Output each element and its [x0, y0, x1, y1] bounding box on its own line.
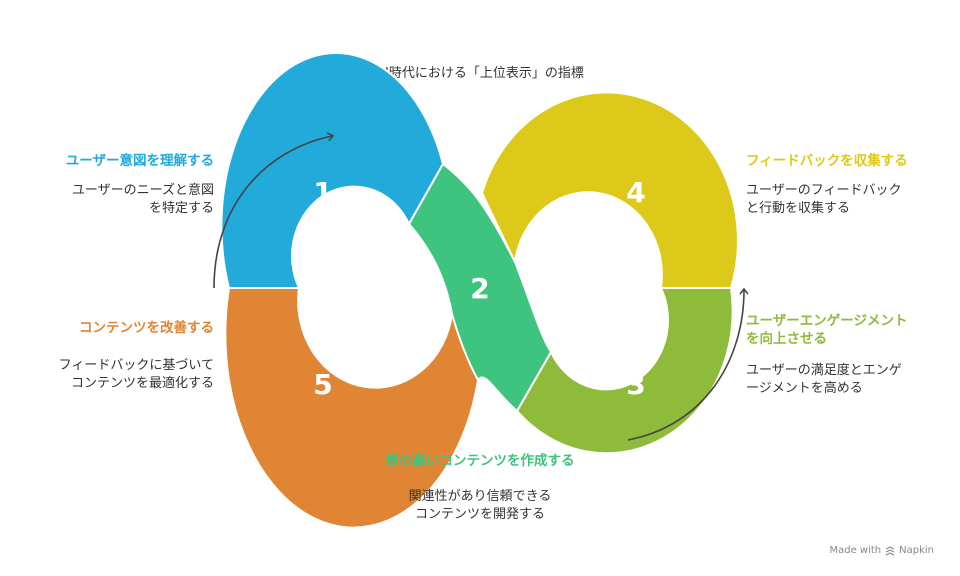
- segment-3: [515, 287, 734, 455]
- step-3-desc-line-2: ージメントを高める: [746, 381, 863, 396]
- step-5-number: 5: [313, 368, 332, 401]
- segment-4: [480, 91, 739, 289]
- step-1-label: ユーザー意図を理解する ユーザーのニーズと意図 を特定する: [30, 152, 214, 218]
- step-3-description: ユーザーの満足度とエンゲ ージメントを高める: [746, 362, 946, 398]
- step-5-heading: コンテンツを改善する: [79, 320, 214, 336]
- step-2-label: 質の高いコンテンツを作成する 関連性があり信頼できる コンテンツを開発する: [330, 452, 630, 524]
- step-5-desc-line-2: コンテンツを最適化する: [70, 376, 214, 391]
- footer-text: Made with: [829, 545, 882, 556]
- cycle-arrow-left: [213, 132, 335, 289]
- step-3-desc-line-1: ユーザーの満足度とエンゲ: [746, 363, 902, 378]
- step-1-desc-line-1: ユーザーのニーズと意図: [71, 183, 214, 198]
- step-4-label: フィードバックを収集する ユーザーのフィードバック と行動を収集する: [746, 152, 946, 218]
- step-5-label: コンテンツを改善する フィードバックに基づいて コンテンツを最適化する: [20, 319, 214, 393]
- napkin-logo-icon: [885, 545, 895, 556]
- step-1-description: ユーザーのニーズと意図 を特定する: [30, 182, 214, 218]
- footer-brand: Napkin: [899, 545, 934, 556]
- footer-attribution: Made with Napkin: [829, 545, 934, 556]
- step-5-desc-line-1: フィードバックに基づいて: [58, 358, 214, 373]
- step-3-label: ユーザーエンゲージメント を向上させる ユーザーの満足度とエンゲ ージメントを高…: [746, 312, 946, 398]
- step-2-number: 2: [470, 272, 489, 305]
- segment-1: [220, 51, 445, 289]
- segment-5: [224, 287, 480, 529]
- step-3-number: 3: [626, 368, 645, 401]
- step-3-heading: ユーザーエンゲージメント を向上させる: [746, 312, 946, 348]
- diagram-title: AI時代における「上位表示」の指標: [376, 66, 584, 81]
- step-2-heading: 質の高いコンテンツを作成する: [385, 453, 575, 469]
- step-4-desc-line-1: ユーザーのフィードバック: [746, 183, 902, 198]
- step-1-desc-line-2: を特定する: [148, 201, 214, 216]
- step-5-description: フィードバックに基づいて コンテンツを最適化する: [20, 357, 214, 393]
- step-2-desc-line-2: コンテンツを開発する: [414, 507, 545, 522]
- step-4-number: 4: [626, 176, 645, 209]
- step-3-heading-line-2: を向上させる: [746, 331, 827, 347]
- segment-2: [407, 162, 553, 413]
- step-4-heading: フィードバックを収集する: [746, 153, 908, 169]
- step-1-heading: ユーザー意図を理解する: [65, 153, 214, 169]
- step-4-description: ユーザーのフィードバック と行動を収集する: [746, 182, 946, 218]
- step-1-number: 1: [313, 176, 332, 209]
- step-4-desc-line-2: と行動を収集する: [746, 201, 851, 216]
- cycle-arrow-right: [627, 287, 749, 441]
- step-3-heading-line-1: ユーザーエンゲージメント: [746, 313, 908, 329]
- step-2-desc-line-1: 関連性があり信頼できる: [408, 489, 552, 504]
- step-2-description: 関連性があり信頼できる コンテンツを開発する: [330, 488, 630, 524]
